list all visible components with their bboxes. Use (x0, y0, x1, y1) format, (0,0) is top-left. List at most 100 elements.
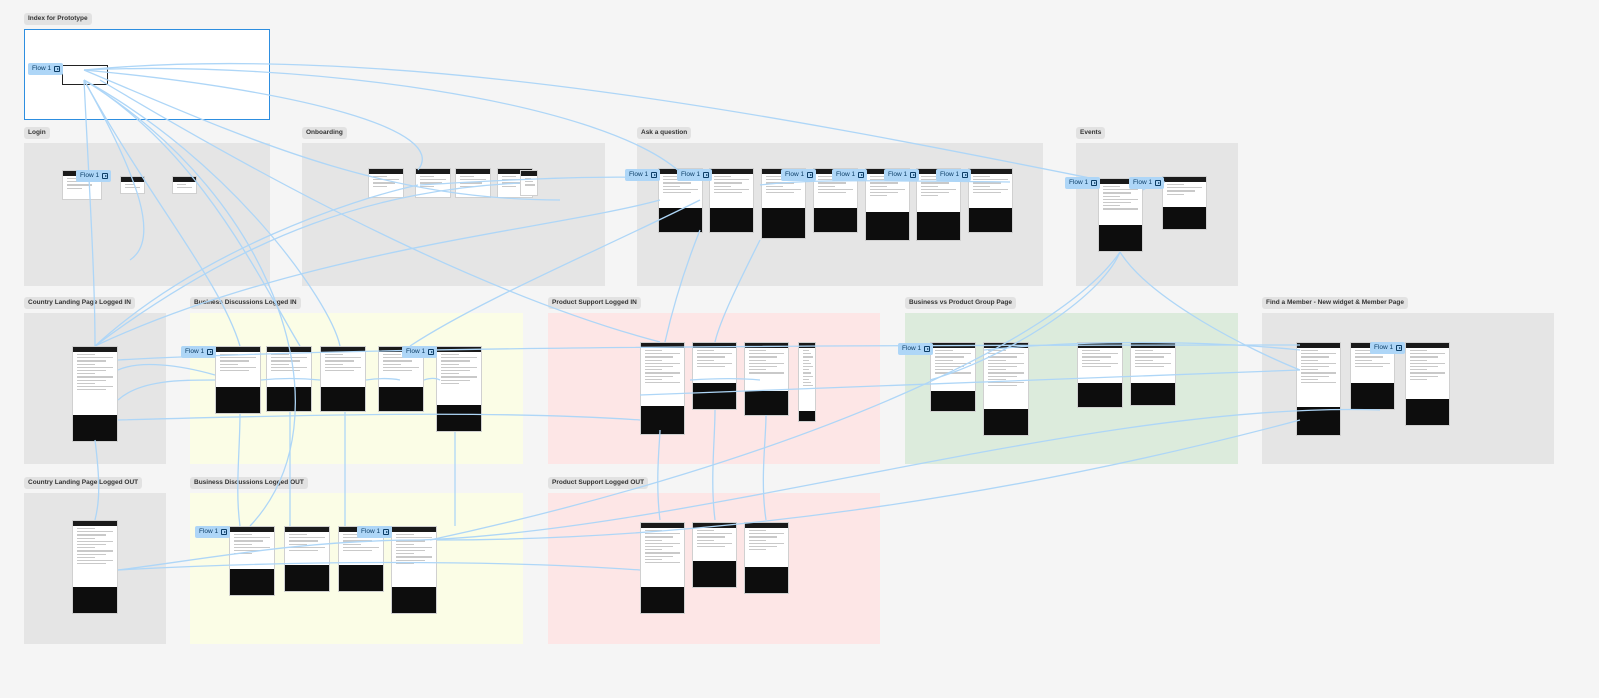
text-placeholder (749, 362, 784, 364)
screen-frame[interactable] (72, 346, 118, 442)
screen-frame[interactable] (368, 168, 404, 198)
flow-chip-label: Flow 1 (629, 171, 649, 178)
text-placeholder (749, 356, 777, 358)
flow-start-chip[interactable]: Flow 1 (884, 169, 920, 181)
section-label-find-member[interactable]: Find a Member - New widget & Member Page (1262, 297, 1408, 309)
section-label-events[interactable]: Events (1076, 127, 1106, 139)
text-placeholder (1410, 375, 1438, 377)
text-placeholder (697, 365, 725, 368)
section-label-ask-question[interactable]: Ask a question (637, 127, 692, 139)
section-login[interactable]: Login (24, 127, 270, 286)
text-placeholder (396, 540, 425, 542)
text-placeholder (420, 185, 434, 187)
screen-frame[interactable] (1162, 176, 1207, 230)
screen-frame[interactable] (1405, 342, 1450, 426)
section-label-product-logged-in[interactable]: Product Support Logged IN (548, 297, 641, 309)
screen-frame[interactable] (520, 170, 538, 196)
text-placeholder (935, 372, 971, 374)
flow-start-chip[interactable]: Flow 1 (181, 346, 217, 358)
text-placeholder (697, 353, 732, 355)
text-placeholder (803, 381, 811, 384)
screen-frame[interactable] (709, 168, 754, 233)
flow-start-chip[interactable]: Flow 1 (832, 169, 868, 181)
text-placeholder (1167, 184, 1185, 186)
section-label-business-logged-in[interactable]: Business Discussions Logged IN (190, 297, 301, 309)
text-placeholder (988, 350, 1006, 352)
frame-header (73, 521, 117, 526)
text-placeholder (383, 363, 401, 365)
screen-frame[interactable] (436, 346, 482, 432)
screen-frame[interactable] (172, 176, 197, 194)
screen-frame[interactable] (640, 522, 685, 614)
screen-frame[interactable] (692, 522, 737, 588)
screen-frame[interactable] (229, 526, 275, 596)
screen-frame[interactable] (72, 520, 118, 614)
section-label-login[interactable]: Login (24, 127, 50, 139)
section-label-country-logged-in[interactable]: Country Landing Page Logged IN (24, 297, 135, 309)
screen-frame[interactable] (1098, 178, 1143, 252)
flow-start-chip[interactable]: Flow 1 (898, 343, 934, 355)
text-placeholder (697, 539, 715, 541)
screen-frame[interactable] (1296, 342, 1341, 436)
section-label-product-logged-out[interactable]: Product Support Logged OUT (548, 477, 649, 489)
text-placeholder (988, 353, 1024, 355)
section-onboarding[interactable]: Onboarding (302, 127, 605, 286)
flow-start-chip[interactable]: Flow 1 (1129, 177, 1165, 189)
screen-frame[interactable] (983, 342, 1029, 436)
screen-frame[interactable] (320, 346, 366, 412)
flow-chip-label: Flow 1 (1069, 179, 1089, 186)
screen-frame[interactable] (968, 168, 1013, 233)
screen-frame[interactable] (692, 342, 737, 410)
flow-chip-label: Flow 1 (902, 345, 922, 352)
screen-frame[interactable] (1130, 342, 1176, 406)
text-placeholder (1082, 350, 1100, 352)
screen-frame[interactable] (215, 346, 261, 414)
flow-start-chip[interactable]: Flow 1 (677, 169, 713, 181)
section-label-business-logged-out[interactable]: Business Discussions Logged OUT (190, 477, 308, 489)
screen-frame[interactable] (640, 342, 685, 435)
flow-start-chip[interactable]: Flow 1 (28, 63, 64, 75)
flow-start-chip[interactable]: Flow 1 (195, 526, 231, 538)
flow-start-chip[interactable]: Flow 1 (1065, 177, 1101, 189)
section-label-business-vs-product[interactable]: Business vs Product Group Page (905, 297, 1016, 309)
flow-start-chip[interactable]: Flow 1 (936, 169, 972, 181)
section-label-country-logged-out[interactable]: Country Landing Page Logged OUT (24, 477, 143, 489)
flow-start-chip[interactable]: Flow 1 (781, 169, 817, 181)
text-placeholder (988, 375, 1017, 377)
index-thumbnail[interactable] (62, 65, 108, 85)
text-placeholder (714, 191, 742, 194)
frame-header (456, 169, 490, 174)
frame-footer (1099, 225, 1142, 251)
screen-frame[interactable] (415, 168, 451, 198)
flow-chip-label: Flow 1 (199, 528, 219, 535)
flow-start-chip[interactable]: Flow 1 (357, 526, 393, 538)
text-placeholder (749, 359, 767, 361)
flow-start-chip[interactable]: Flow 1 (1370, 342, 1406, 354)
text-placeholder (1355, 350, 1373, 352)
text-placeholder (1103, 195, 1121, 197)
text-placeholder (697, 359, 715, 361)
flow-start-chip[interactable]: Flow 1 (402, 346, 438, 358)
frame-footer (1406, 399, 1449, 425)
screen-frame[interactable] (744, 342, 789, 416)
section-label-index[interactable]: Index for Prototype (24, 13, 92, 25)
play-flow-icon (962, 172, 969, 178)
screen-frame[interactable] (284, 526, 330, 592)
section-label-onboarding[interactable]: Onboarding (302, 127, 347, 139)
screen-frame[interactable] (1077, 342, 1123, 408)
screen-frame[interactable] (391, 526, 437, 614)
frame-footer (969, 208, 1012, 232)
screen-frame[interactable] (798, 342, 816, 422)
text-placeholder (77, 376, 113, 378)
text-placeholder (271, 369, 300, 372)
flow-start-chip[interactable]: Flow 1 (625, 169, 661, 181)
screen-frame[interactable] (455, 168, 491, 198)
screen-frame[interactable] (120, 176, 145, 194)
text-placeholder (289, 534, 307, 536)
screen-frame[interactable] (266, 346, 312, 412)
text-placeholder (1103, 186, 1121, 188)
flow-start-chip[interactable]: Flow 1 (76, 170, 112, 182)
screen-frame[interactable] (930, 342, 976, 412)
screen-frame[interactable] (744, 522, 789, 594)
